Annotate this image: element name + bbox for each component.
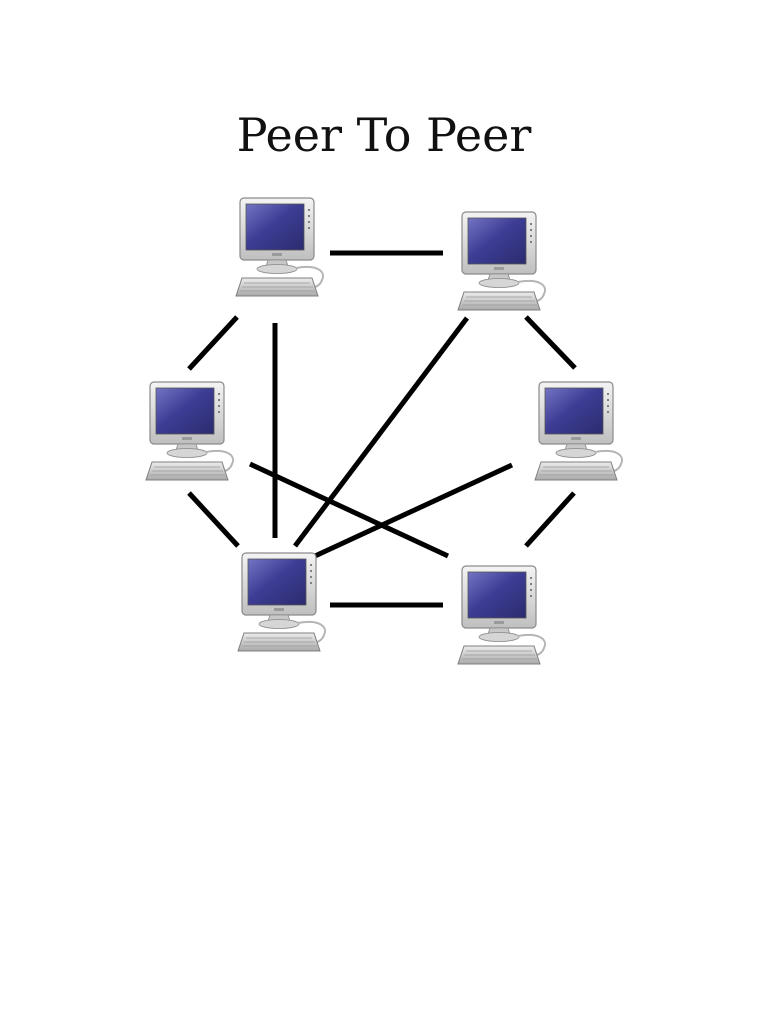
- peer-middle-left: [145, 381, 234, 481]
- peer-top-left: [235, 197, 324, 297]
- diagram-title: Peer To Peer: [236, 108, 532, 162]
- peer-middle-right: [534, 381, 623, 481]
- desktop-computer-icon: [145, 381, 234, 481]
- link-middle-left-bottom-right: [248, 461, 450, 559]
- peer-top-right: [457, 211, 546, 311]
- link-top-right-bottom-left: [293, 316, 469, 548]
- desktop-computer-icon: [235, 197, 324, 297]
- desktop-computer-icon: [457, 211, 546, 311]
- link-middle-right-bottom-right: [524, 491, 576, 548]
- peer-bottom-right: [457, 565, 546, 665]
- desktop-computer-icon: [237, 552, 326, 652]
- link-top-left-middle-left: [187, 315, 239, 371]
- links: [187, 250, 577, 608]
- link-middle-left-bottom-left: [187, 491, 240, 548]
- desktop-computer-icon: [534, 381, 623, 481]
- desktop-computer-icon: [457, 565, 546, 665]
- link-top-right-middle-right: [524, 315, 577, 370]
- link-middle-right-bottom-left: [313, 462, 514, 559]
- peer-bottom-left: [237, 552, 326, 652]
